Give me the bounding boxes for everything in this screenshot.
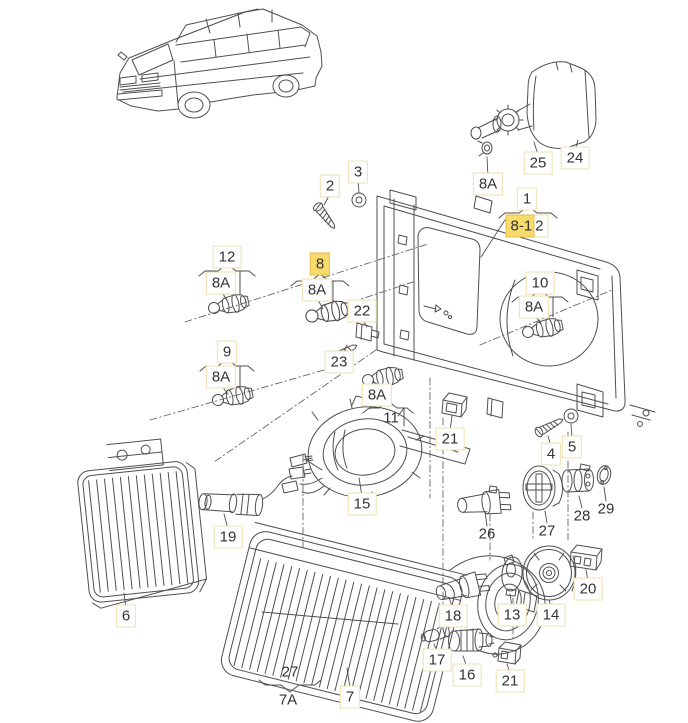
part-label-1[interactable]: 1 <box>516 187 538 211</box>
part-label-24[interactable]: 24 <box>560 146 590 170</box>
h4-bulb-26-tab <box>488 485 498 494</box>
part-label-26[interactable]: 26 <box>478 525 496 543</box>
part-label-16[interactable]: 16 <box>452 663 482 687</box>
mounting-frame-part-1 <box>376 189 656 427</box>
bulb-socket-part-28 <box>561 463 594 493</box>
leader-lines <box>123 139 607 689</box>
seal-part-29 <box>596 465 612 485</box>
part-label-7[interactable]: 7 <box>339 685 361 709</box>
part-label-2[interactable]: 2 <box>319 174 341 198</box>
part-label-20[interactable]: 20 <box>573 577 603 601</box>
part-label-27a[interactable]: 27 <box>538 522 556 540</box>
group-bracket-27-7A <box>258 679 322 693</box>
bulb-holder-part-19 <box>198 466 312 517</box>
part-label-21a[interactable]: 21 <box>435 427 465 451</box>
part-label-6[interactable]: 6 <box>115 604 137 628</box>
part-label-19[interactable]: 19 <box>213 525 243 549</box>
part-label-9[interactable]: 9 <box>216 340 238 364</box>
part-label-17[interactable]: 17 <box>422 648 452 672</box>
retaining-clip-part-8a-top <box>477 140 493 157</box>
part-label-28[interactable]: 28 <box>573 507 591 525</box>
connector-part-21b <box>492 641 522 665</box>
frame-left-opening <box>417 227 481 335</box>
van-front-wheel <box>177 91 211 119</box>
retaining-plate-part-13 <box>501 554 523 597</box>
part-label-8A-24[interactable]: 8A <box>472 172 504 196</box>
headlight-lens-part-6 <box>77 438 208 609</box>
part-label-14[interactable]: 14 <box>536 603 566 627</box>
van-illustration <box>116 8 323 119</box>
part-label-range-end[interactable]: 2 <box>534 214 549 238</box>
part-label-10[interactable]: 10 <box>525 271 555 295</box>
leveling-motor-part-24 <box>526 61 597 149</box>
part-label-5[interactable]: 5 <box>561 435 583 459</box>
part-label-25[interactable]: 25 <box>523 151 553 175</box>
part-label-22[interactable]: 22 <box>347 299 377 323</box>
part-label-12[interactable]: 12 <box>212 245 242 269</box>
part-label-21b[interactable]: 21 <box>495 669 525 693</box>
part-label-8A-11[interactable]: 8A <box>361 383 393 407</box>
lens-7-crease <box>261 611 399 625</box>
clip-part-22 <box>355 322 380 342</box>
part-label-23[interactable]: 23 <box>324 350 354 374</box>
part-label-range-highlight[interactable]: 8-1 <box>505 214 535 238</box>
part-label-8A-8[interactable]: 8A <box>301 278 333 302</box>
van-windshield <box>131 43 174 76</box>
part-label-29[interactable]: 29 <box>597 500 615 518</box>
part-label-3[interactable]: 3 <box>347 160 369 184</box>
part-label-8A-9[interactable]: 8A <box>205 365 237 389</box>
part-label-27b[interactable]: 27 <box>281 663 299 681</box>
part-label-4[interactable]: 4 <box>540 442 562 466</box>
van-rear-wheel <box>272 74 300 98</box>
connector-part-21a <box>441 392 468 418</box>
bulb-socket-part-16 <box>448 628 495 652</box>
part-label-18[interactable]: 18 <box>438 604 468 628</box>
part-label-13[interactable]: 13 <box>497 603 527 627</box>
part-label-11[interactable]: 11 <box>383 409 399 427</box>
connector-part-20 <box>569 544 603 571</box>
part-label-15[interactable]: 15 <box>347 492 377 516</box>
part-label-8A-12[interactable]: 8A <box>205 271 237 295</box>
adjuster-shaft-part-25 <box>470 103 533 140</box>
part-label-7A[interactable]: 7A <box>278 691 298 709</box>
cover-cap-part-27 <box>522 465 563 511</box>
part-label-8[interactable]: 8 <box>309 252 331 276</box>
part-label-8A-10[interactable]: 8A <box>518 295 550 319</box>
